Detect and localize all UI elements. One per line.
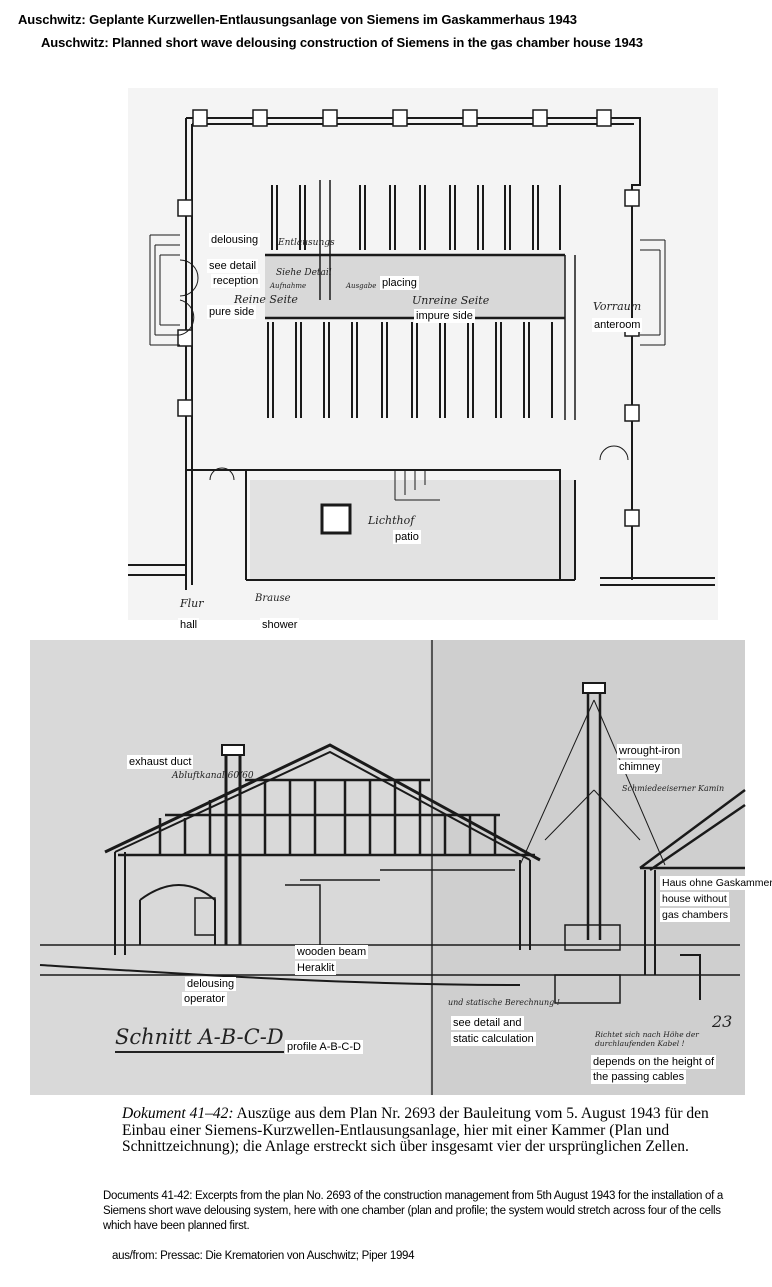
label-heraklit: Heraklit bbox=[295, 961, 337, 975]
hand-flur: Flur bbox=[180, 597, 204, 610]
caption-german: Dokument 41–42: Auszüge aus dem Plan Nr.… bbox=[122, 1105, 722, 1156]
title-english: Auschwitz: Planned short wave delousing … bbox=[41, 35, 643, 50]
hand-abluftkanal: Abluftkanal 60/60 bbox=[172, 771, 254, 781]
hand-kamin: Schmiedeeiserner Kamin bbox=[622, 784, 725, 793]
floor-plan bbox=[128, 88, 718, 620]
label-pure-side: pure side bbox=[207, 305, 257, 319]
label-placing: placing bbox=[380, 276, 419, 290]
label-shower: shower bbox=[260, 618, 300, 632]
hand-ausgabe: Ausgabe bbox=[346, 282, 377, 290]
section-drawing bbox=[30, 640, 746, 1095]
label-anteroom: anteroom bbox=[592, 318, 643, 332]
label-reception: reception bbox=[211, 274, 261, 288]
hand-entlausung: Entlausungs bbox=[278, 238, 335, 248]
label-chimney-2: chimney bbox=[617, 760, 662, 774]
label-see-detail: see detail bbox=[207, 259, 259, 273]
hand-aufnahme: Aufnahme bbox=[270, 282, 307, 290]
hand-lichthof: Lichthof bbox=[368, 514, 415, 527]
hand-vorraum: Vorraum bbox=[593, 300, 642, 313]
caption-german-text: Auszüge aus dem Plan Nr. 2693 der Baulei… bbox=[122, 1105, 709, 1155]
hand-siehe-detail: Siehe Detail bbox=[276, 268, 332, 278]
label-exhaust-duct: exhaust duct bbox=[127, 755, 194, 769]
label-hall: hall bbox=[178, 618, 200, 632]
label-cables-2: the passing cables bbox=[591, 1070, 687, 1084]
hand-page-number: 23 bbox=[712, 1012, 733, 1031]
label-chimney-1: wrought-iron bbox=[617, 744, 683, 758]
label-patio: patio bbox=[393, 530, 421, 544]
label-delousing: delousing bbox=[209, 233, 261, 247]
caption-english: Documents 41-42: Excerpts from the plan … bbox=[103, 1190, 723, 1232]
hand-schnitt: Schnitt A-B-C-D bbox=[115, 1025, 284, 1053]
hand-statik: und statische Berechnung ! bbox=[448, 998, 560, 1007]
label-delousing-op-1: delousing bbox=[185, 977, 237, 991]
hand-reine-seite: Reine Seite bbox=[234, 293, 298, 306]
label-house-en-2: gas chambers bbox=[660, 908, 730, 922]
caption-german-lead: Dokument 41–42: bbox=[122, 1105, 234, 1122]
architectural-drawings bbox=[30, 88, 746, 1095]
label-cables-1: depends on the height of bbox=[591, 1055, 717, 1069]
label-impure-side: impure side bbox=[414, 309, 475, 323]
hand-unreine-seite: Unreine Seite bbox=[412, 294, 490, 307]
label-delousing-op-2: operator bbox=[182, 992, 227, 1006]
label-wooden-beam: wooden beam bbox=[295, 945, 369, 959]
title-german: Auschwitz: Geplante Kurzwellen-Entlausun… bbox=[18, 12, 577, 27]
source-citation: aus/from: Pressac: Die Krematorien von A… bbox=[112, 1250, 415, 1262]
label-profile: profile A-B-C-D bbox=[285, 1040, 363, 1054]
label-static-2: static calculation bbox=[451, 1032, 536, 1046]
label-static-1: see detail and bbox=[451, 1016, 524, 1030]
label-house-en-1: house without bbox=[660, 892, 729, 906]
label-house-de: Haus ohne Gaskammern bbox=[660, 876, 772, 890]
hand-brause: Brause bbox=[255, 593, 291, 604]
hand-kabel: Richtet sich nach Höhe der durchlaufende… bbox=[595, 1030, 699, 1048]
